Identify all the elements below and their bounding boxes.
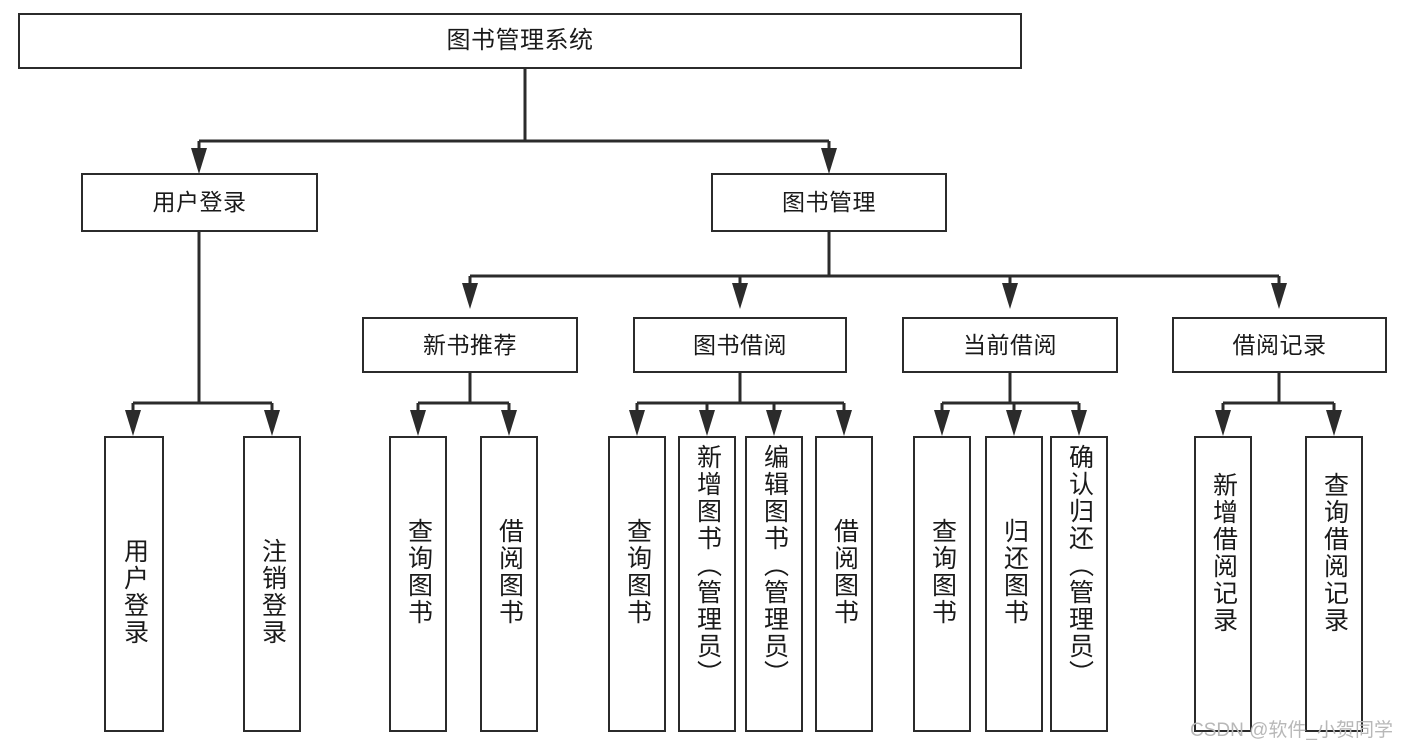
- node-leaf-query-book-1[interactable]: 查询图书: [389, 436, 447, 732]
- node-label: 借阅图书: [830, 518, 859, 626]
- watermark: CSDN @软件_小贺同学: [1190, 720, 1393, 741]
- node-leaf-query-record[interactable]: 查询借阅记录: [1305, 436, 1363, 732]
- node-leaf-user-logout[interactable]: 注销登录: [243, 436, 301, 732]
- node-leaf-borrow-book-1[interactable]: 借阅图书: [480, 436, 538, 732]
- node-current-borrow[interactable]: 当前借阅: [902, 317, 1118, 373]
- node-label: 图书管理: [782, 189, 876, 216]
- edge-arrowhead-bookmanage-to-level2-2: [1002, 283, 1018, 309]
- node-label: 借阅记录: [1232, 331, 1327, 358]
- edge-arrowhead-root-to-level1-1: [821, 148, 837, 174]
- node-label: 查询图书: [928, 518, 957, 626]
- node-label: 图书管理系统: [446, 27, 594, 55]
- edge-arrowhead-bookmanage-to-level2-0: [462, 283, 478, 309]
- edge-arrowhead-newbook-to-leaves-1: [501, 410, 517, 436]
- edge-arrowhead-bookmanage-to-level2-3: [1271, 283, 1287, 309]
- edge-arrowhead-bookmanage-to-level2-1: [732, 283, 748, 309]
- edge-arrowhead-newbook-to-leaves-0: [410, 410, 426, 436]
- edge-arrowhead-bookborrow-to-leaves-2: [766, 410, 782, 436]
- edge-arrowhead-bookborrow-to-leaves-1: [699, 410, 715, 436]
- node-label: 新增借阅记录: [1209, 472, 1238, 634]
- node-leaf-add-record[interactable]: 新增借阅记录: [1194, 436, 1252, 732]
- node-leaf-add-book[interactable]: 新增图书（管理员）: [678, 436, 736, 732]
- node-leaf-confirm-return[interactable]: 确认归还（管理员）: [1050, 436, 1108, 732]
- node-root[interactable]: 图书管理系统: [18, 13, 1022, 69]
- node-label: 借阅图书: [495, 518, 524, 626]
- node-leaf-borrow-book-2[interactable]: 借阅图书: [815, 436, 873, 732]
- node-label: 用户登录: [120, 538, 149, 646]
- edge-arrowhead-userlogin-to-leaves-1: [264, 410, 280, 436]
- node-label: 查询图书: [404, 518, 433, 626]
- edge-arrowhead-borrowrecord-to-leaves-0: [1215, 410, 1231, 436]
- node-leaf-edit-book[interactable]: 编辑图书（管理员）: [745, 436, 803, 732]
- node-book-borrow[interactable]: 图书借阅: [633, 317, 847, 373]
- node-label: 用户登录: [152, 189, 247, 216]
- node-leaf-return-book[interactable]: 归还图书: [985, 436, 1043, 732]
- node-label: 注销登录: [258, 538, 287, 646]
- node-leaf-query-book-2[interactable]: 查询图书: [608, 436, 666, 732]
- edge-arrowhead-currentborrow-to-leaves-2: [1071, 410, 1087, 436]
- node-leaf-user-login[interactable]: 用户登录: [104, 436, 164, 732]
- node-label: 查询图书: [623, 518, 652, 626]
- edge-arrowhead-bookborrow-to-leaves-3: [836, 410, 852, 436]
- node-label: 归还图书: [1000, 518, 1029, 626]
- edge-arrowhead-bookborrow-to-leaves-0: [629, 410, 645, 436]
- edge-arrowhead-root-to-level1-0: [191, 148, 207, 174]
- node-user-login[interactable]: 用户登录: [81, 173, 318, 232]
- node-label: 新增图书（管理员）: [693, 444, 722, 687]
- node-book-manage[interactable]: 图书管理: [711, 173, 947, 232]
- edge-arrowhead-borrowrecord-to-leaves-1: [1326, 410, 1342, 436]
- node-label: 图书借阅: [693, 331, 787, 358]
- node-borrow-record[interactable]: 借阅记录: [1172, 317, 1387, 373]
- edge-arrowhead-currentborrow-to-leaves-0: [934, 410, 950, 436]
- node-label: 新书推荐: [423, 331, 517, 358]
- node-label: 确认归还（管理员）: [1065, 444, 1094, 687]
- node-new-book-rec[interactable]: 新书推荐: [362, 317, 578, 373]
- node-leaf-query-book-3[interactable]: 查询图书: [913, 436, 971, 732]
- node-label: 编辑图书（管理员）: [760, 444, 789, 687]
- edge-arrowhead-currentborrow-to-leaves-1: [1006, 410, 1022, 436]
- edge-arrowhead-userlogin-to-leaves-0: [125, 410, 141, 436]
- node-label: 查询借阅记录: [1320, 472, 1349, 634]
- node-label: 当前借阅: [963, 331, 1057, 358]
